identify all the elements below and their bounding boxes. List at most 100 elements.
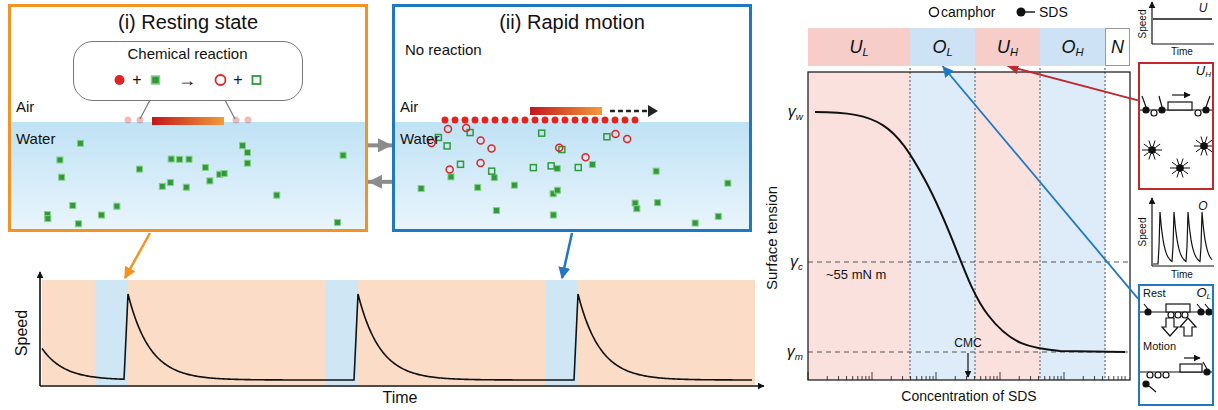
camphor-disk	[530, 107, 602, 115]
log-ticks	[1038, 376, 1039, 380]
regime-detail-box: UH	[1138, 62, 1214, 190]
faded-camphor	[245, 117, 252, 124]
surface-molecules	[1175, 312, 1181, 318]
product-molecules	[482, 117, 489, 124]
text-subscript: H	[1205, 70, 1211, 79]
log-ticks	[980, 376, 981, 380]
product-molecules	[522, 117, 529, 124]
regime-band: UL	[808, 28, 910, 66]
faded-camphor	[137, 117, 144, 124]
product-molecules	[556, 144, 563, 151]
regime-shading	[808, 72, 910, 380]
log-ticks	[827, 376, 828, 380]
node-text: OH	[1061, 37, 1083, 58]
surface-molecules	[1143, 381, 1149, 387]
text-main: γ	[788, 103, 796, 120]
micelle	[1149, 147, 1156, 154]
phase-background	[325, 280, 358, 385]
product-molecules	[575, 165, 581, 171]
surface-molecules	[1143, 107, 1149, 113]
micelle	[1142, 150, 1148, 151]
phase-background	[42, 280, 755, 385]
speed-line	[1153, 18, 1212, 19]
text-main: U	[1196, 63, 1205, 78]
reactant-squares	[589, 161, 595, 167]
product-molecules	[452, 117, 459, 124]
reactant-squares	[655, 200, 661, 206]
connector-arrow	[368, 180, 392, 184]
reactant-squares	[137, 166, 143, 172]
log-ticks	[974, 376, 975, 380]
surface-molecules	[1163, 372, 1169, 378]
micelle	[1149, 140, 1151, 146]
text-main: U	[849, 37, 862, 57]
product-molecules	[548, 163, 554, 169]
surface-molecules	[1168, 102, 1192, 110]
mini-axes	[1151, 198, 1152, 266]
log-ticks	[985, 376, 986, 380]
log-ticks	[1054, 376, 1055, 380]
micelle	[1153, 154, 1155, 160]
reference-line	[808, 262, 1130, 352]
micelle	[1207, 148, 1212, 152]
product-molecules	[446, 166, 453, 173]
surface-molecules	[1206, 96, 1210, 107]
text-main: γ	[790, 253, 798, 270]
text-main: O	[1061, 37, 1075, 57]
micelle	[1177, 165, 1184, 172]
annotation-label: γm	[787, 343, 803, 361]
reactant-squares	[167, 180, 173, 186]
log-ticks	[808, 372, 1125, 380]
reactant-squares	[632, 200, 638, 206]
reaction-bubble: Chemical reaction+→+	[73, 41, 303, 101]
text-subscript: m	[795, 351, 803, 362]
surface-molecules	[1145, 309, 1151, 315]
phase-background	[95, 280, 128, 385]
regime-shading	[808, 72, 1105, 380]
node-text: UL	[849, 37, 868, 58]
product-molecules	[552, 117, 559, 124]
reactant-squares	[554, 166, 560, 172]
micelle	[1155, 152, 1160, 156]
micelle	[1155, 144, 1160, 148]
reactant-squares	[70, 202, 76, 208]
product-molecules	[444, 125, 451, 132]
annotation-label: Time	[383, 389, 418, 407]
surface-molecules	[1203, 107, 1209, 113]
node-text: OL	[932, 37, 952, 58]
reactant-squares	[340, 152, 346, 158]
text-subscript: c	[798, 261, 803, 272]
surface-molecules	[1205, 304, 1209, 309]
log-ticks	[902, 376, 903, 380]
reactant-squares	[550, 212, 556, 218]
micelle	[1142, 136, 1214, 177]
surface-molecules	[1149, 386, 1156, 392]
product-molecules	[624, 136, 631, 143]
log-ticks	[846, 376, 847, 380]
phase-background	[42, 280, 755, 385]
annotation-label: Time	[1171, 269, 1193, 281]
product-molecules	[442, 117, 449, 124]
log-ticks	[857, 376, 858, 380]
annotation-label: Air	[16, 98, 34, 115]
surface-molecules	[1195, 110, 1201, 116]
text-subscript: L	[862, 46, 868, 58]
log-ticks	[869, 376, 870, 380]
reactant-squares	[418, 161, 731, 226]
log-ticks	[929, 376, 930, 380]
reactant-squares	[98, 212, 104, 218]
reactant-squares	[274, 192, 280, 198]
reactant-squares	[634, 206, 640, 212]
mini-axes	[1152, 265, 1214, 266]
reactant-squares	[448, 174, 454, 180]
surface-molecules	[1151, 110, 1157, 116]
node-text: No reaction	[405, 41, 482, 58]
annotation-label: γc	[790, 253, 803, 271]
mini-axes	[1152, 43, 1214, 44]
reactant-squares	[493, 208, 499, 214]
reactant-squares	[554, 187, 560, 193]
reactant-squares	[240, 143, 246, 149]
log-ticks	[936, 372, 937, 380]
regime-band: N	[1105, 28, 1130, 66]
log-ticks	[1121, 376, 1122, 380]
